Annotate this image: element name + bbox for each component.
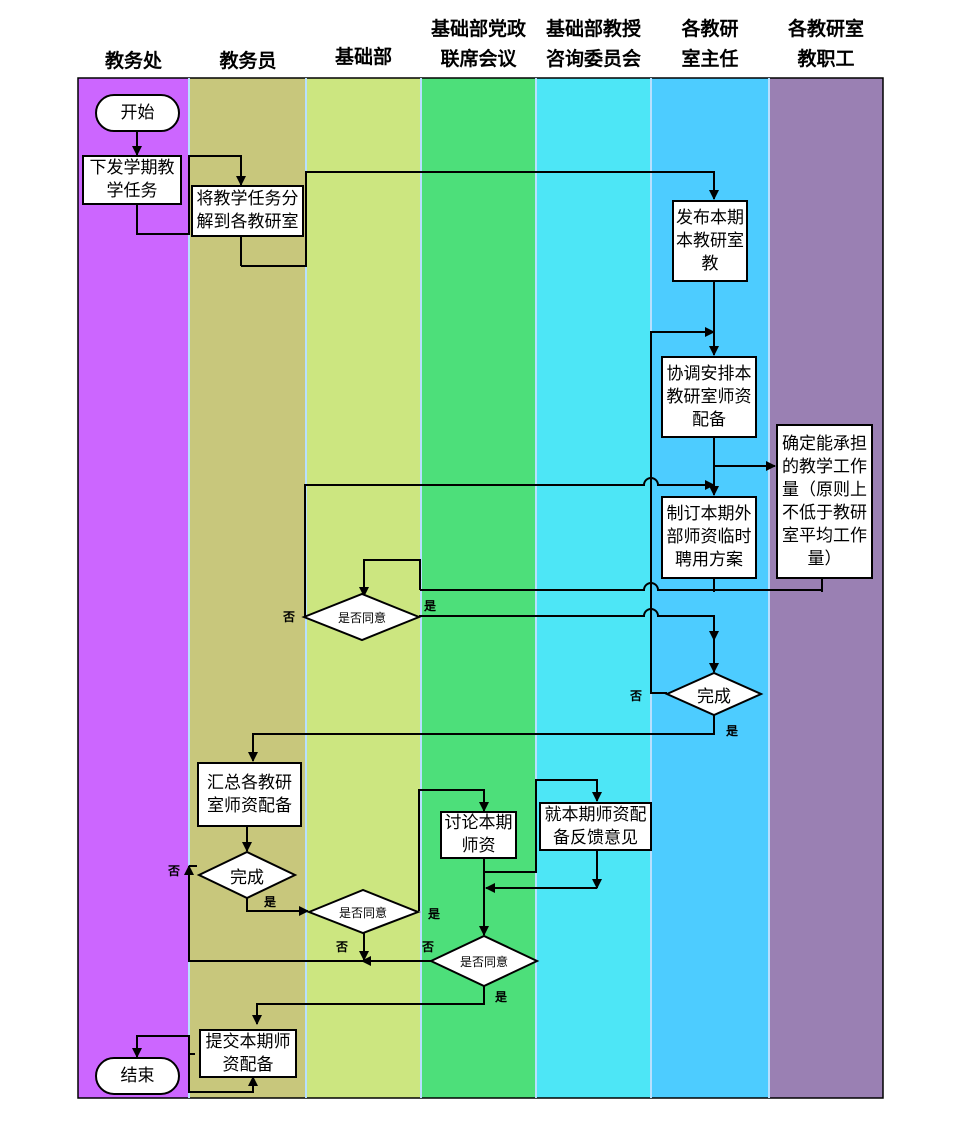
- decision-agree-jcb-2: [306, 888, 421, 935]
- submit-box: 提交本期师资配备: [199, 1029, 297, 1078]
- lane-header-line: 各教研: [681, 18, 739, 40]
- no-label-agree-lx: 否: [422, 940, 435, 954]
- lane-header-jwy: 教务员: [190, 46, 306, 76]
- decision-done-jwy-label: 完成: [230, 867, 264, 888]
- discuss-box: 讨论本期师资: [440, 811, 517, 859]
- start-terminal: 开始: [95, 94, 180, 132]
- no-label-agree-jcb-1: 否: [283, 610, 296, 624]
- lane-header-line: 室主任: [681, 48, 739, 70]
- decompose-box: 将教学任务分解到各教研室: [191, 185, 304, 237]
- hire-plan-box: 制订本期外部师资临时聘用方案: [661, 496, 757, 579]
- lane-header-jyszr: 各教研 室主任: [651, 14, 769, 74]
- decision-agree-lx-label: 是否同意: [459, 954, 508, 969]
- feedback-box: 就本期师资配备反馈意见: [539, 802, 652, 851]
- lane-jyszg: [769, 78, 883, 1098]
- summary-box: 汇总各教研室师资配备: [197, 762, 302, 827]
- lane-header-lxhy: 基础部党政 联席会议: [421, 14, 536, 74]
- lane-header-line: 教务处: [104, 50, 162, 72]
- lane-header-line: 咨询委员会: [545, 48, 641, 70]
- yes-label-agree-jcb-1: 是: [424, 599, 437, 613]
- no-label-done-zr: 否: [630, 689, 643, 703]
- lane-header-line: 基础部党政: [430, 18, 526, 40]
- lane-header-line: 教务员: [219, 50, 277, 72]
- issue-task-box: 下发学期教学任务: [82, 155, 182, 205]
- no-label-agree-jcb-2: 否: [336, 940, 349, 954]
- decision-agree-jcb-1: [301, 592, 422, 642]
- yes-label-agree-lx: 是: [495, 990, 508, 1004]
- lane-header-line: 教职工: [797, 48, 855, 70]
- decision-done-jwy: [196, 850, 298, 900]
- lane-header-line: 基础部: [334, 46, 392, 68]
- lane-header-zxwyh: 基础部教授 咨询委员会: [536, 14, 651, 74]
- workload-box: 确定能承担的教学工作量（原则上不低于教研室平均工作量）: [776, 424, 873, 579]
- yes-label-done-zr: 是: [726, 724, 739, 738]
- lane-header-line: 基础部教授: [545, 18, 641, 40]
- publish-box: 发布本期本教研室教: [672, 200, 748, 282]
- lane-header-line: 联席会议: [440, 48, 517, 70]
- decision-agree-jcb-1-label: 是否同意: [337, 610, 386, 625]
- decision-agree-lx: [428, 934, 540, 988]
- yes-label-done-jwy: 是: [264, 895, 277, 909]
- no-label-done-jwy: 否: [168, 864, 181, 878]
- lane-jwy: [189, 78, 306, 1098]
- end-terminal: 结束: [95, 1057, 180, 1095]
- lane-jwc: [78, 78, 189, 1098]
- coordinate-box: 协调安排本教研室师资配备: [661, 356, 757, 438]
- lane-header-line: 各教研室: [787, 18, 864, 40]
- decision-done-zr-label: 完成: [697, 686, 731, 707]
- decision-agree-jcb-2-label: 是否同意: [338, 905, 387, 920]
- lane-header-jyszg: 各教研室 教职工: [769, 14, 883, 74]
- lane-header-jcb: 基础部: [306, 42, 421, 72]
- lane-zxwyh: [536, 78, 651, 1098]
- lane-header-jwc: 教务处: [78, 46, 189, 76]
- lane-lxhy: [421, 78, 536, 1098]
- decision-done-zr: [664, 671, 764, 717]
- yes-label-agree-jcb-2: 是: [428, 907, 441, 921]
